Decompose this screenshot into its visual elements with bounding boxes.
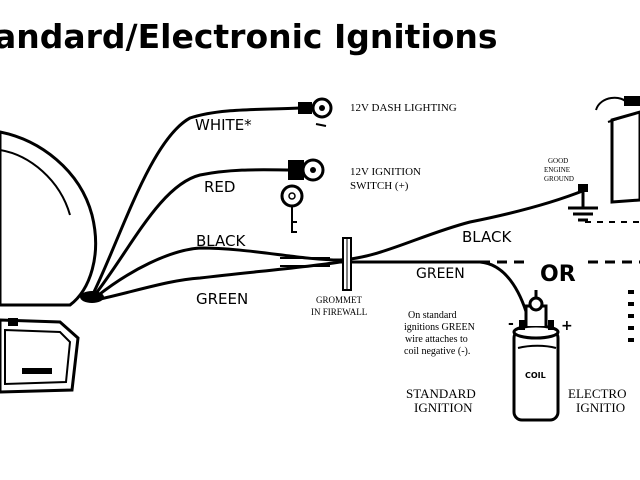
label-good-ground-2: ENGINE	[544, 166, 570, 174]
wire-harness	[90, 106, 587, 320]
label-ignition-switch-2: SWITCH (+)	[350, 180, 409, 192]
label-white: WHITE*	[195, 116, 252, 134]
label-black-right: BLACK	[462, 228, 512, 246]
label-standard-1: STANDARD	[406, 386, 476, 401]
note-line-1: On standard	[408, 310, 457, 321]
label-good-ground-1: GOOD	[548, 157, 568, 165]
label-grommet-2: IN FIREWALL	[311, 307, 367, 317]
label-grommet-1: GROMMET	[316, 295, 363, 305]
label-coil: COIL	[525, 371, 546, 380]
label-coil-positive: +	[561, 318, 573, 334]
wire-labels: WHITE* RED BLACK GREEN BLACK GREEN	[195, 116, 512, 308]
tachometer-gauge	[0, 130, 104, 307]
label-green-left: GREEN	[196, 290, 248, 308]
label-green-right: GREEN	[416, 266, 465, 282]
label-electronic-2: IGNITIO	[576, 400, 625, 415]
ignition-coil	[512, 290, 560, 422]
label-ignition-switch-1: 12V IGNITION	[350, 166, 421, 178]
grommet	[342, 237, 352, 291]
label-good-ground-3: GROUND	[544, 175, 574, 183]
label-coil-negative: -	[508, 316, 514, 332]
ignition-key-icon	[280, 158, 325, 233]
note-line-3: wire attaches to	[405, 334, 468, 345]
label-electronic-1: ELECTRO	[568, 386, 627, 401]
label-standard-2: IGNITION	[414, 400, 473, 415]
battery	[595, 96, 640, 204]
label-red: RED	[204, 178, 235, 196]
cut-off-right-text	[628, 290, 634, 342]
diagram-title: andard/Electronic Ignitions	[0, 17, 498, 56]
note-line-4: coil negative (-).	[404, 346, 470, 357]
component-labels: 12V DASH LIGHTING 12V IGNITION SWITCH (+…	[311, 102, 627, 415]
note-line-2: ignitions GREEN	[404, 322, 475, 333]
ground-icon	[568, 184, 598, 222]
label-or: OR	[540, 262, 576, 287]
label-dash-lighting: 12V DASH LIGHTING	[350, 102, 457, 114]
dashed-wire	[480, 221, 640, 264]
dash-light-bulb-icon	[298, 97, 333, 127]
mounting-bracket	[0, 318, 80, 394]
label-black-left: BLACK	[196, 232, 246, 250]
